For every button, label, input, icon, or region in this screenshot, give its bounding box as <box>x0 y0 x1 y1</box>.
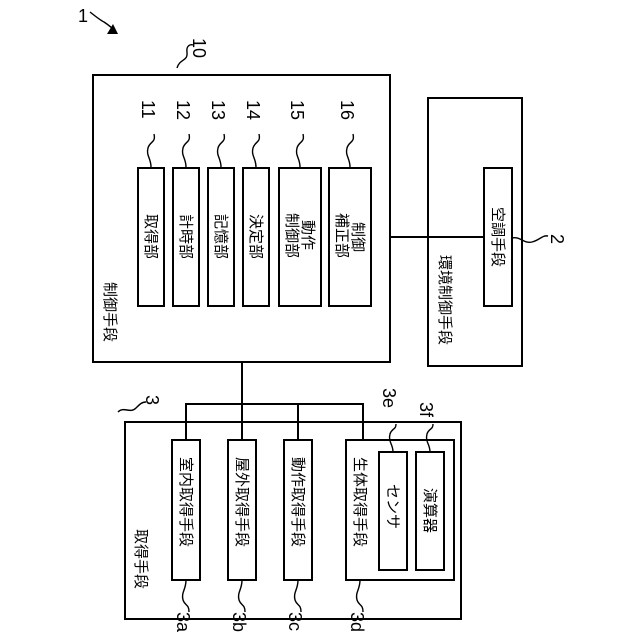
unit-15-ref: 15 <box>287 100 307 120</box>
control-means-label: 制御手段 <box>101 282 119 342</box>
control-means-ref: 10 <box>189 38 209 58</box>
outdoor-acquisition-ref: 3b <box>229 612 249 632</box>
unit-14-ref: 14 <box>243 100 263 120</box>
unit-15-text-line2: 制御部 <box>283 213 301 258</box>
calculator-text: 演算器 <box>421 488 439 533</box>
system-ref-arrow <box>90 12 118 34</box>
unit-16-ref: 16 <box>337 100 357 120</box>
sensor-text: センサ <box>384 484 402 529</box>
biometric-acquisition-text: 生体取得手段 <box>351 457 369 547</box>
system-ref-label: 1 <box>78 6 88 26</box>
air-conditioning-ref: 2 <box>547 234 567 244</box>
unit-14-text: 決定部 <box>247 214 265 259</box>
sensor-ref: 3e <box>379 388 399 408</box>
indoor-acquisition-ref: 3a <box>173 612 193 633</box>
indoor-acquisition-text: 室内取得手段 <box>177 457 195 547</box>
motion-acquisition-text: 動作取得手段 <box>289 457 307 547</box>
calculator-ref: 3f <box>416 402 436 418</box>
acquisition-means-leader <box>118 402 146 412</box>
unit-13-text: 記憶部 <box>212 214 230 259</box>
air-conditioning-text: 空調手段 <box>489 207 507 267</box>
unit-12-ref: 12 <box>173 100 193 120</box>
outdoor-acquisition-text: 屋外取得手段 <box>233 457 251 547</box>
unit-11-text: 取得部 <box>142 214 160 259</box>
acquisition-means-label: 取得手段 <box>132 529 150 589</box>
biometric-acquisition-ref: 3d <box>347 612 367 632</box>
unit-12-text: 計時部 <box>177 214 195 259</box>
acquisition-means-ref: 3 <box>142 395 162 405</box>
unit-16-text-line2: 補正部 <box>333 213 351 258</box>
unit-13-ref: 13 <box>208 100 228 120</box>
motion-acquisition-ref: 3c <box>285 612 305 631</box>
unit-11-ref: 11 <box>138 100 158 119</box>
environment-control-label: 環境制御手段 <box>436 255 454 345</box>
